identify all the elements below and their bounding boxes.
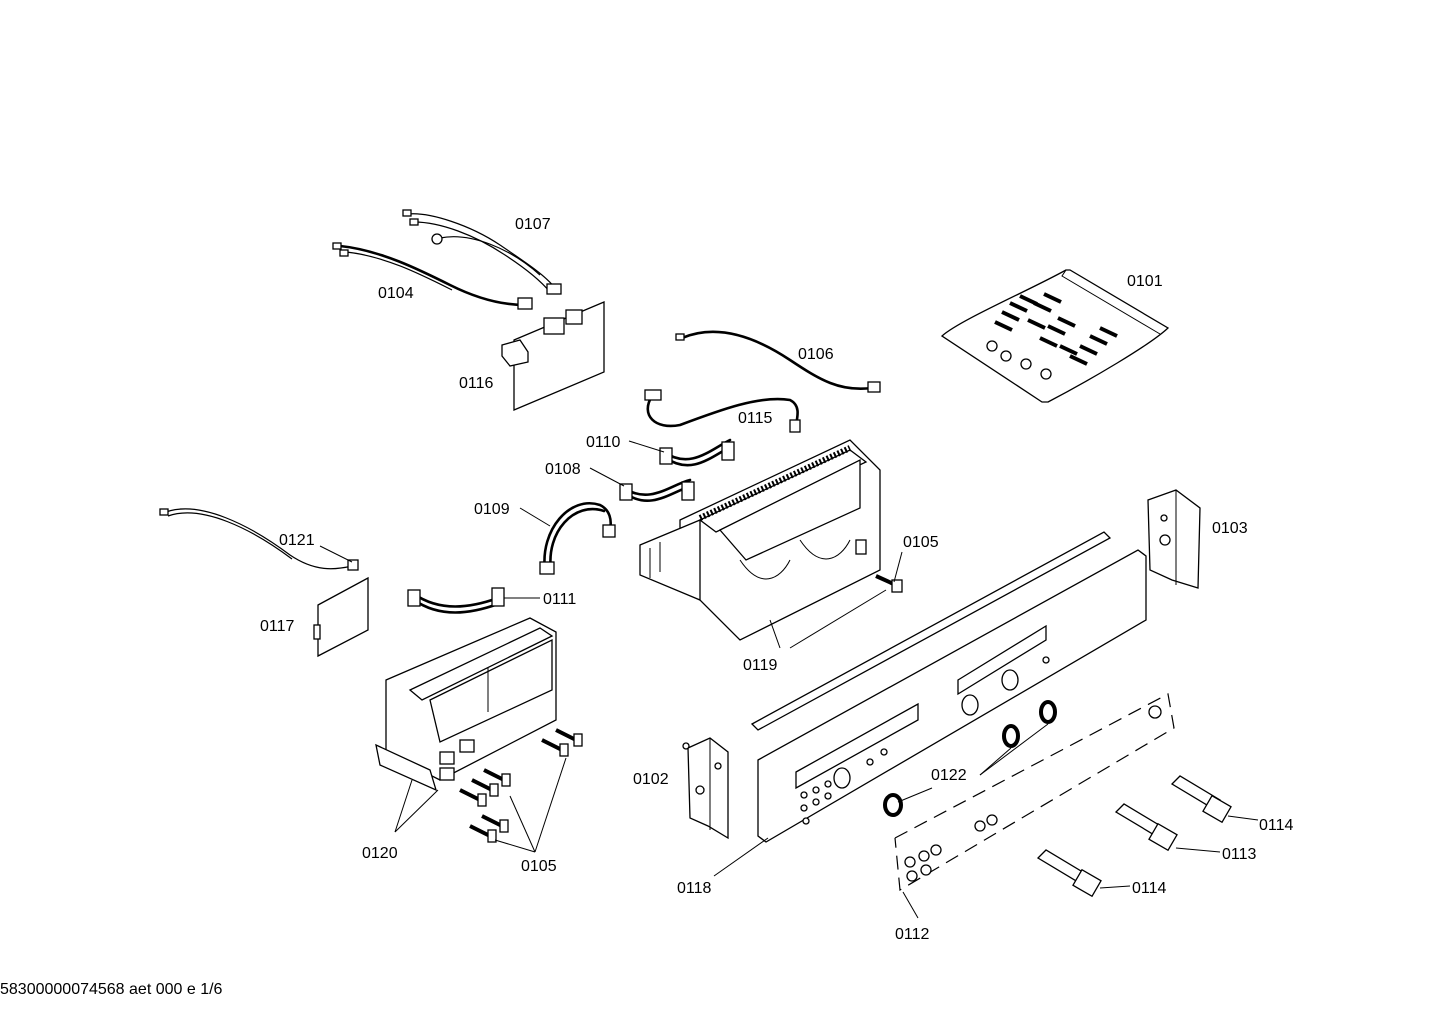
label-0121: 0121 [279,532,315,549]
label-0110: 0110 [586,434,621,451]
ribbon-cable-0110 [659,438,735,467]
ribbon-cable-0111 [407,587,505,614]
label-0117: 0117 [260,618,295,635]
knob-0114-upper [1170,775,1232,824]
knob-0113 [1114,803,1178,852]
label-0111: 0111 [543,591,576,608]
label-0112: 0112 [895,926,930,943]
button-kit-0112 [894,693,1175,891]
connector-group-0105-left [459,728,583,843]
label-0109: 0109 [474,501,510,518]
label-0118: 0118 [677,880,712,897]
wire-0121 [159,508,359,571]
label-0105-left: 0105 [521,858,557,875]
screw-cluster [986,292,1118,380]
connector-0105-right [875,574,903,593]
label-0107: 0107 [515,216,551,233]
label-0104: 0104 [378,285,414,302]
wire-0106 [675,330,881,393]
circuit-board-0116 [501,301,605,411]
label-0122: 0122 [931,767,967,784]
label-0113: 0113 [1222,846,1257,863]
label-0116: 0116 [459,375,494,392]
bracket-0103 [1147,489,1201,589]
wire-harness-0107 [402,209,562,295]
label-0108: 0108 [545,461,581,478]
label-0101: 0101 [1127,273,1163,290]
front-panel-0118 [750,531,1147,843]
ring-group-0122 [883,700,1057,817]
label-0106: 0106 [798,346,834,363]
label-0119: 0119 [743,657,778,674]
knob-0114-lower [1036,849,1102,898]
screw-bag-0101 [940,269,1170,403]
label-0120: 0120 [362,845,398,862]
control-unit-0120 [375,617,557,792]
label-0105-right: 0105 [903,534,939,551]
wire-0115 [644,389,801,433]
control-unit-0119 [639,439,881,641]
label-0114-upper: 0114 [1259,817,1294,834]
label-0103: 0103 [1212,520,1248,537]
label-0114-lower: 0114 [1132,880,1167,897]
circuit-board-0117 [313,576,369,658]
leader-lines [319,440,1259,919]
wire-harness-0104 [332,242,533,310]
document-id-footer: 58300000074568 aet 000 e 1/6 [0,981,223,998]
label-0115: 0115 [738,410,773,427]
ribbon-cable-0109 [539,502,616,575]
label-0102: 0102 [633,771,669,788]
bracket-0102 [682,737,729,840]
ribbon-cable-0108 [619,478,695,502]
